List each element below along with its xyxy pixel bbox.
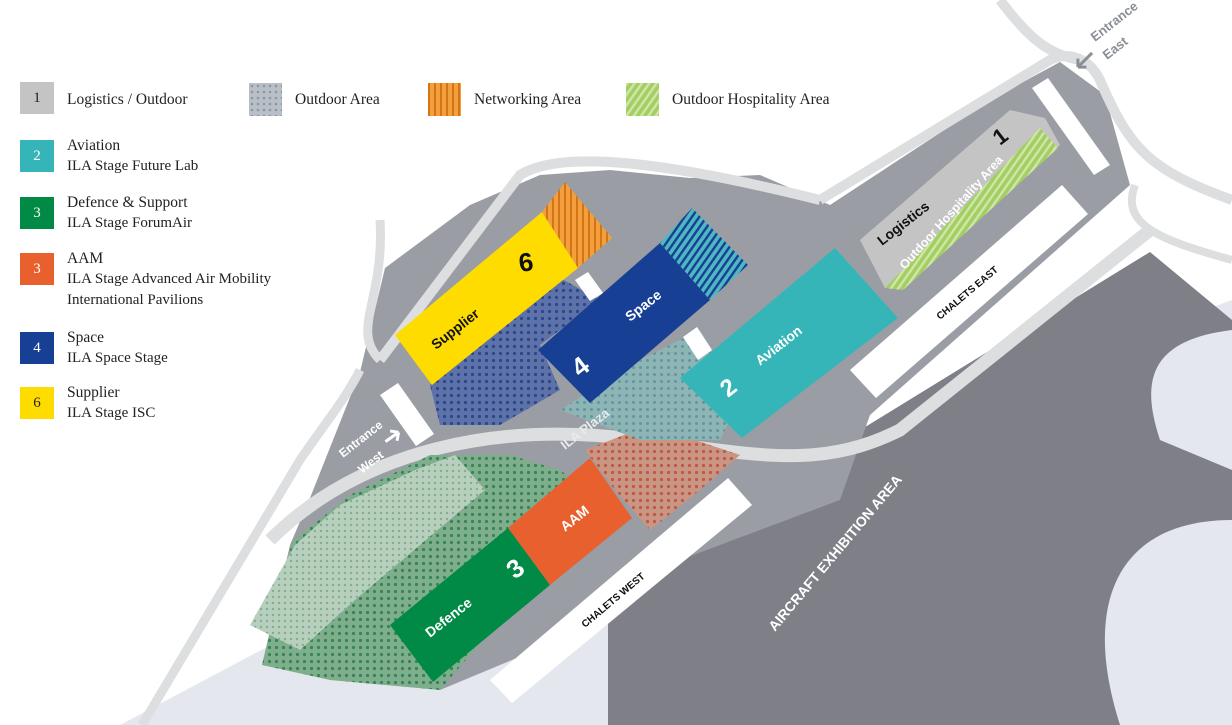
road-east [996,0,1081,65]
outdoor-area-west-light [250,455,485,650]
legend-text-supplier: Supplier ILA Stage ISC [67,382,155,424]
hall-aviation [680,248,898,438]
legend-text-space: Space ILA Space Stage [67,327,168,369]
small-white-block-2 [683,327,712,360]
aircraft-exhibition-area [608,252,1232,725]
legend-title: AAM [67,250,104,267]
supplier-number: 6 [517,246,536,278]
hall-aam [508,458,632,585]
networking-supplier-stripes [542,182,612,268]
legend-subtitle: ILA Space Stage [67,350,168,366]
legend-pattern-label: Outdoor Area [295,91,380,108]
legend-text-aviation: Aviation ILA Stage Future Lab [67,135,198,177]
legend-text-aam: AAM ILA Stage Advanced Air Mobility Inte… [67,248,271,311]
legend-swatch-space: 4 [20,332,54,364]
logistics-hall [860,110,1060,288]
legend-swatch-logistics: 1 [20,82,54,114]
legend-swatch-defence: 3 [20,197,54,229]
legend-swatch-supplier: 6 [20,387,54,419]
legend-subtitle-2: International Pavilions [67,292,204,308]
entrance-west-arrow-icon [384,429,401,443]
hall-supplier [395,212,578,385]
legend-pattern-label: Networking Area [474,91,582,108]
legend-title: Supplier [67,384,120,401]
hall-defence [390,528,550,682]
hall-space [538,243,710,403]
outdoor-area-swatch [249,83,282,116]
entrance-east-arrow-icon [1076,51,1094,69]
entrance-east-label-1: Entrance [1088,0,1141,44]
legend-pattern-label: Outdoor Hospitality Area [672,91,830,108]
legend-subtitle: ILA Stage ISC [67,405,156,421]
legend-title: Space [67,329,105,346]
legend-swatch-aam: 3 [20,253,54,285]
map-legend: 1 Logistics / Outdoor 2 Aviation ILA Sta… [20,0,350,440]
outdoor-hospitality-area [885,128,1058,290]
small-white-block-1 [575,272,603,301]
taxiway-lower [1104,520,1232,725]
road-east-2 [1127,183,1232,264]
legend-subtitle: ILA Stage Future Lab [67,158,199,174]
road-north [376,156,822,364]
road-west-loop [363,219,385,364]
legend-title: Aviation [67,137,121,154]
networking-area-swatch [428,83,461,116]
outdoor-area-aam [585,425,740,530]
legend-subtitle: ILA Stage ForumAir [67,215,192,231]
legend-title: Logistics / Outdoor [67,91,188,108]
outdoor-area-plaza [560,330,740,440]
taxiway [1151,330,1232,470]
chalets-east [850,185,1088,398]
entrance-east-gate [1032,78,1110,175]
outdoor-area-supplier [430,278,600,425]
legend-text-defence: Defence & Support ILA Stage ForumAir [67,192,192,234]
entrance-west-gate [380,383,434,446]
road-west-outer [138,367,365,725]
outdoor-hospitality-swatch [626,83,659,116]
chalets-west [490,478,752,703]
legend-title: Defence & Support [67,194,188,211]
legend-text-logistics: Logistics / Outdoor [67,89,188,110]
legend-swatch-aviation: 2 [20,140,54,172]
legend-subtitle: ILA Stage Advanced Air Mobility [67,271,272,287]
networking-space-stripes [660,208,748,300]
